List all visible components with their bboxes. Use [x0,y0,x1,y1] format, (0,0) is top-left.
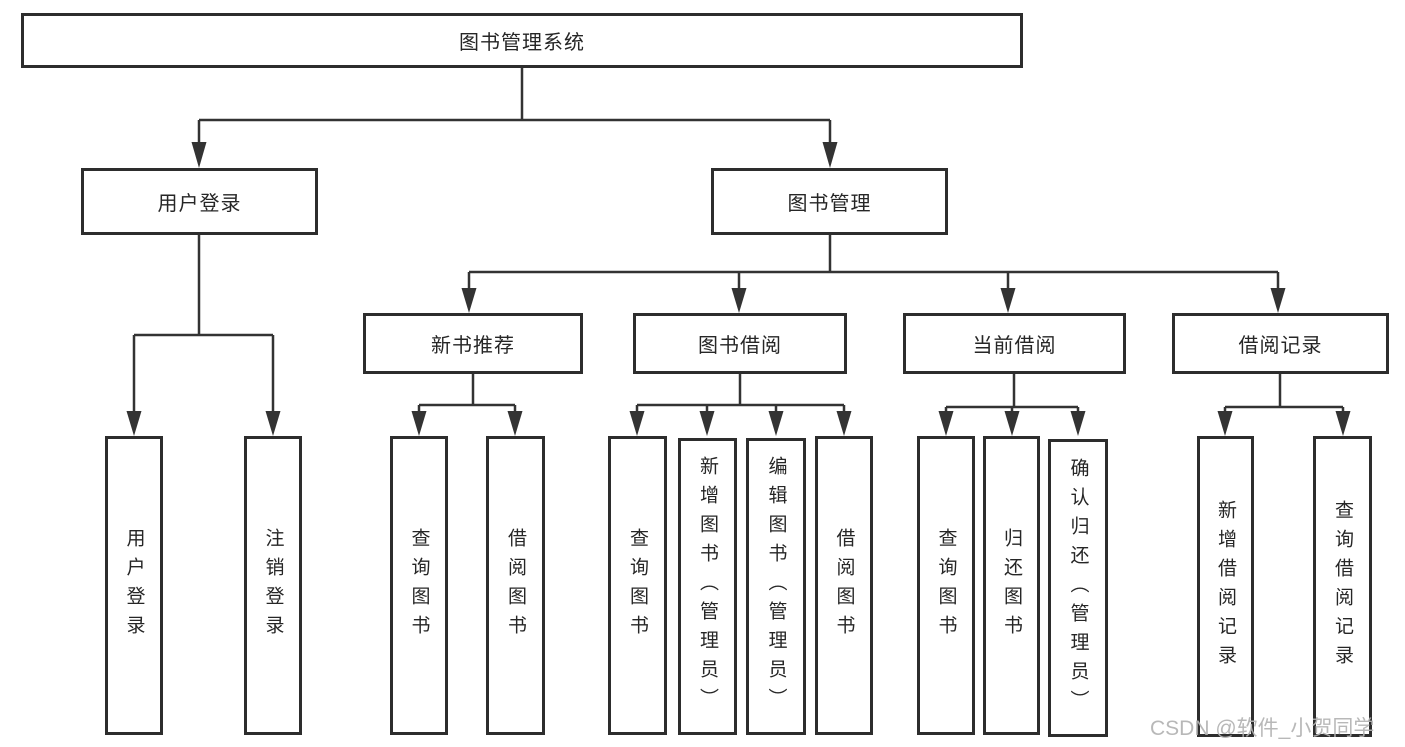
leaf-query-borrow-record: 查询借阅记录 [1313,436,1372,737]
node-library-management-system: 图书管理系统 [21,13,1023,68]
leaf-add-books-admin: 新增图书（管理员） [678,438,737,735]
leaf-user-login: 用户登录 [105,436,163,735]
node-borrowing-records: 借阅记录 [1172,313,1389,374]
node-book-borrowing: 图书借阅 [633,313,847,374]
node-new-book-recommendation: 新书推荐 [363,313,583,374]
node-current-borrowing: 当前借阅 [903,313,1126,374]
csdn-watermark: CSDN @软件_小贺同学 [1150,717,1375,740]
leaf-edit-books-admin: 编辑图书（管理员） [746,438,806,735]
leaf-query-books-recommend: 查询图书 [390,436,448,735]
leaf-add-borrow-record: 新增借阅记录 [1197,436,1254,737]
leaf-query-books-borrowing: 查询图书 [608,436,667,735]
node-user-login: 用户登录 [81,168,318,235]
leaf-return-books: 归还图书 [983,436,1040,735]
leaf-logout: 注销登录 [244,436,302,735]
leaf-confirm-return-admin: 确认归还（管理员） [1048,439,1108,737]
leaf-borrow-books-borrowing: 借阅图书 [815,436,873,735]
node-book-management: 图书管理 [711,168,948,235]
leaf-borrow-books-recommend: 借阅图书 [486,436,545,735]
leaf-query-books-current: 查询图书 [917,436,975,735]
